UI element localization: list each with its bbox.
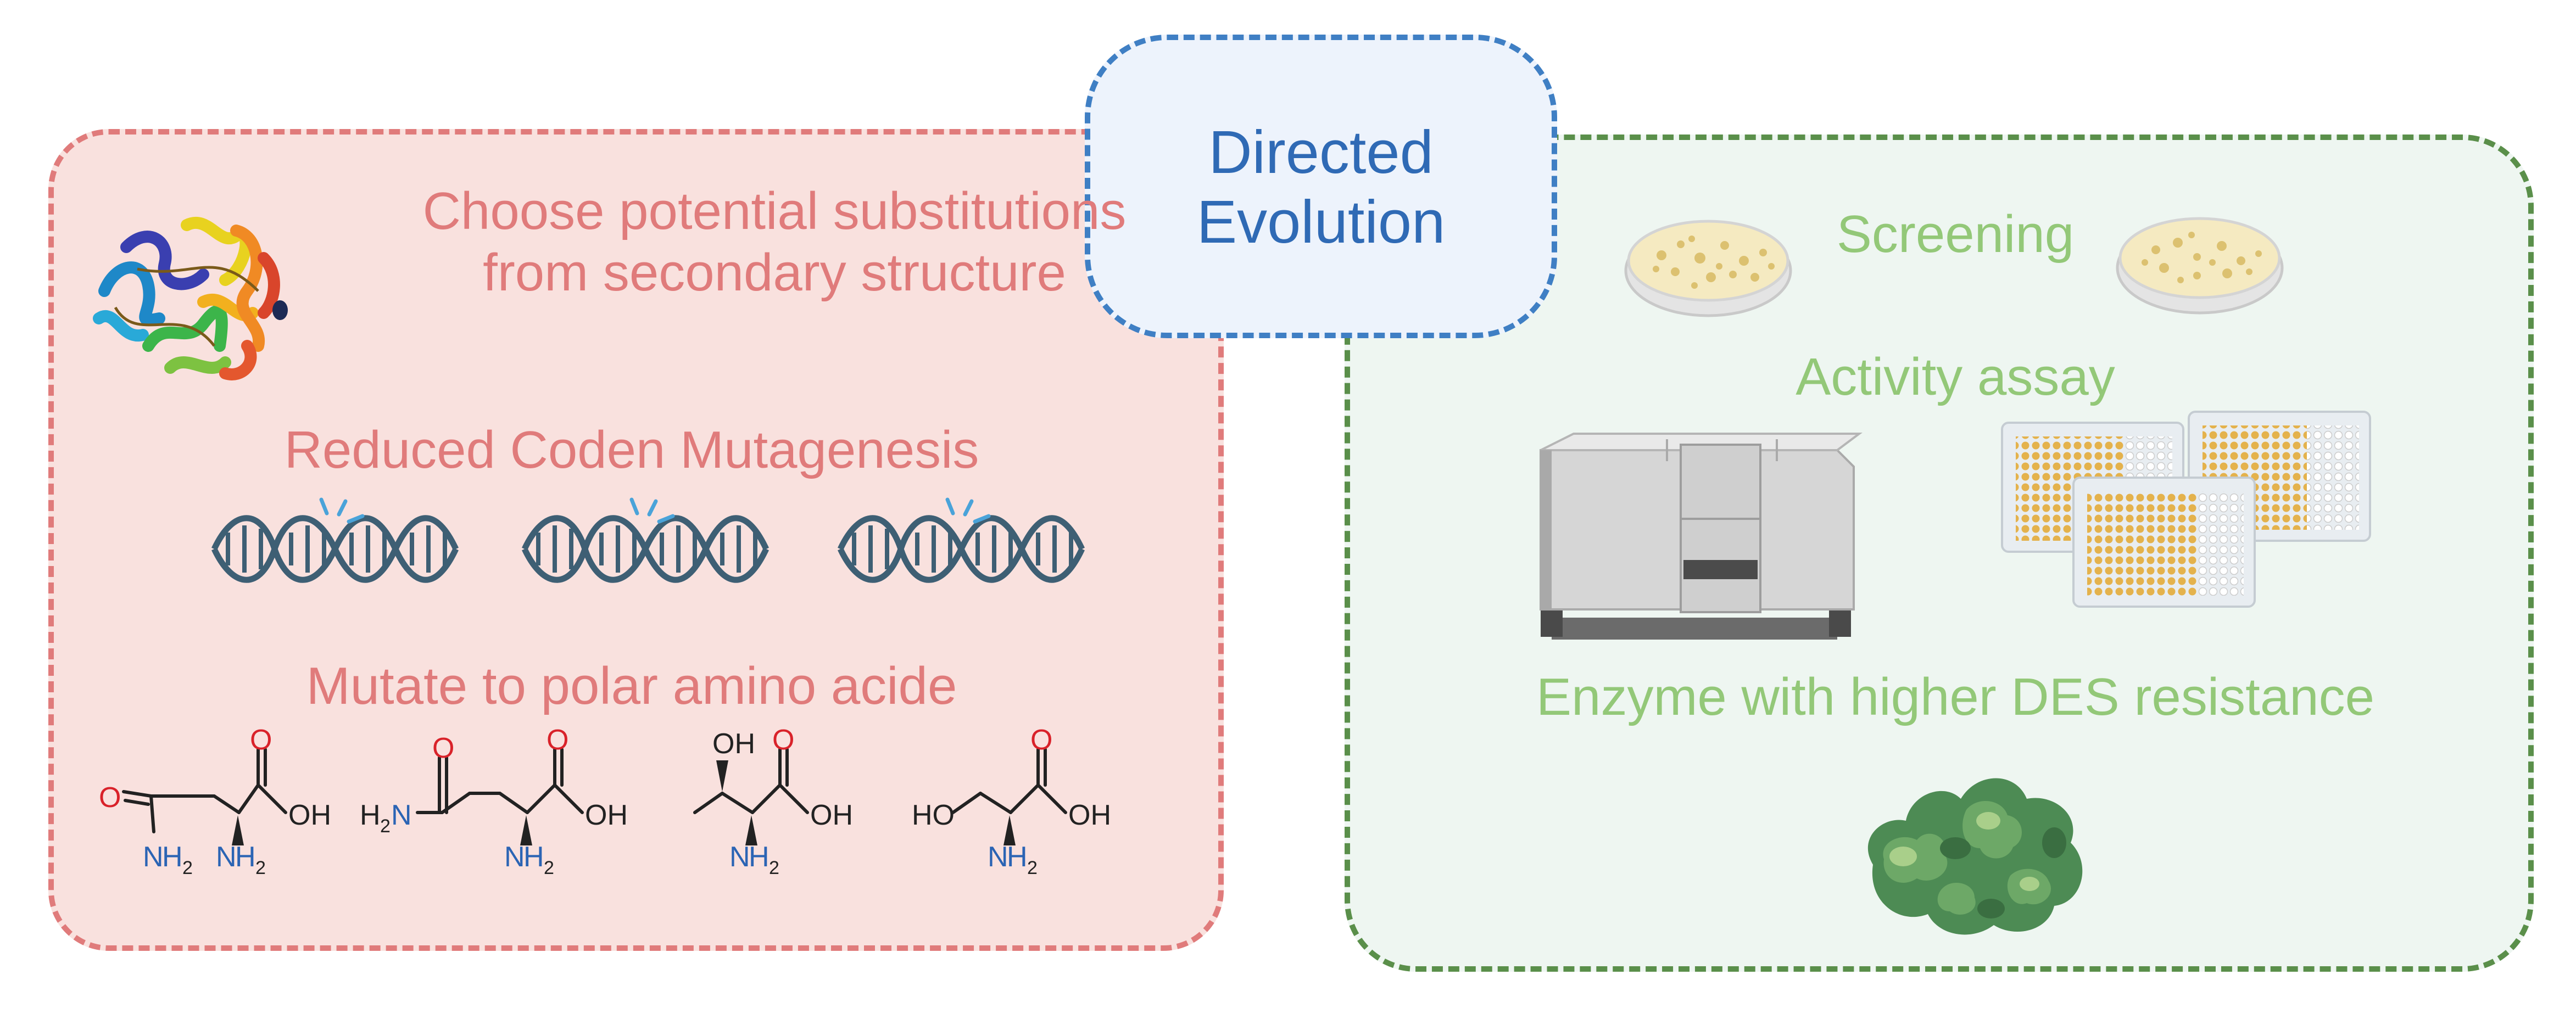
- dna-icon: [211, 497, 459, 583]
- activity-assay-title: Activity assay: [1796, 348, 2115, 406]
- h-label: H: [162, 841, 183, 873]
- h-label: H: [235, 841, 256, 873]
- o-label: O: [547, 724, 568, 756]
- result-title: Enzyme with higher DES resistance: [1536, 668, 2374, 726]
- dna-icon: [838, 497, 1085, 583]
- petri-dish-icon: [1624, 220, 1792, 317]
- subscript-2: 2: [380, 816, 391, 837]
- subscript-2: 2: [544, 858, 554, 878]
- o-label: O: [250, 724, 272, 756]
- glutamine-structure: O O OH H 2 N N H 2: [360, 724, 628, 878]
- o-label: O: [772, 724, 794, 756]
- serine-structure: HO O OH N H 2: [912, 724, 1111, 878]
- directed-evolution-title-line2: Evolution: [1196, 188, 1446, 256]
- threonine-structure: OH O OH N H 2: [693, 724, 853, 878]
- o-label: O: [99, 782, 121, 814]
- o-label: O: [432, 732, 454, 764]
- subscript-2: 2: [1027, 858, 1038, 878]
- step1-line1: Choose potential substitutions: [422, 182, 1127, 240]
- oh-label: OH: [810, 799, 853, 831]
- step1-line2: from secondary structure: [483, 243, 1066, 302]
- h-label: H: [749, 841, 770, 873]
- h-label: H: [1007, 841, 1028, 873]
- h-label: H: [523, 841, 544, 873]
- well-plate-icon: [2001, 411, 2371, 608]
- oh-label: OH: [288, 799, 331, 831]
- petri-dish-icon: [2116, 217, 2284, 315]
- directed-evolution-title-line1: Directed: [1208, 119, 1434, 186]
- step2-title: Reduced Coden Mutagenesis: [284, 421, 979, 479]
- oh-label: OH: [1068, 799, 1111, 831]
- subscript-2: 2: [182, 858, 193, 878]
- subscript-2: 2: [769, 858, 779, 878]
- ho-label: HO: [912, 799, 955, 831]
- step3-title: Mutate to polar amino acide: [306, 657, 957, 715]
- n-label: N: [216, 841, 237, 873]
- screening-title: Screening: [1836, 205, 2075, 264]
- protein-structure-icon: [93, 216, 288, 380]
- oh-label: OH: [712, 728, 755, 760]
- directed-evolution-box: [1085, 35, 1557, 338]
- asparagine-structure: O O OH N H 2 N H 2: [99, 724, 331, 878]
- n-label: N: [391, 799, 412, 831]
- oh-label: OH: [585, 799, 628, 831]
- n-label: N: [729, 841, 750, 873]
- enzyme-icon: [1867, 778, 2083, 935]
- subscript-2: 2: [255, 858, 266, 878]
- plate-reader-icon: [1540, 433, 1863, 640]
- n-label: N: [143, 841, 164, 873]
- dna-icon: [522, 497, 769, 583]
- n-label: N: [504, 841, 525, 873]
- h-label: H: [360, 799, 381, 831]
- n-label: N: [988, 841, 1008, 873]
- o-label: O: [1030, 724, 1052, 756]
